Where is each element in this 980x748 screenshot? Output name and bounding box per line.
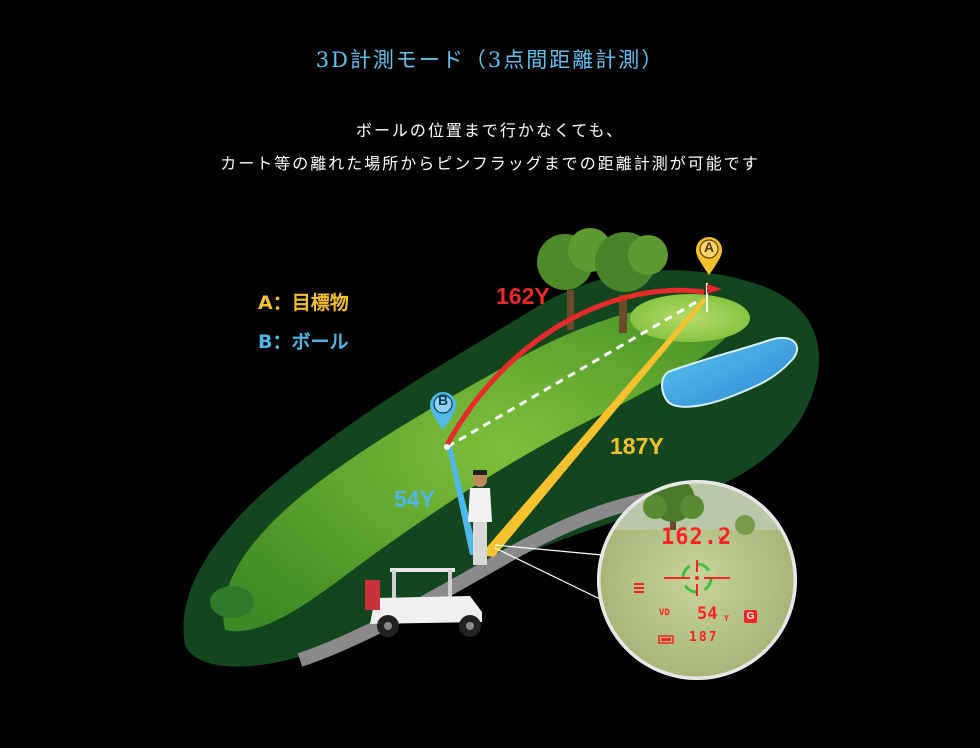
marker-b-icon [430, 392, 456, 430]
player-to-pin-distance: 187Y [610, 433, 664, 459]
player-figure [468, 470, 492, 565]
scope-mode: VD [659, 608, 670, 618]
description-line-1: ボールの位置まで行かなくても、 [355, 121, 625, 140]
ball-to-pin-arc [444, 287, 705, 447]
rangefinder-view [597, 480, 797, 680]
trees [537, 228, 668, 333]
description-line-2: カート等の離れた場所からピンフラッグまでの距離計測が可能です [220, 154, 760, 173]
scope-badge: G [744, 610, 757, 623]
scope-main-distance: 162.2 [661, 525, 733, 550]
water-hazard [661, 336, 799, 408]
legend-ball: B：ボール [258, 331, 349, 353]
ball-to-pin-distance: 162Y [496, 283, 550, 309]
golf-cart [365, 568, 482, 637]
scope-sub-unit: Y [724, 614, 729, 623]
cart-path [297, 488, 681, 667]
ball [444, 444, 450, 450]
fairway [223, 299, 736, 632]
player-to-ball-line [447, 447, 478, 555]
player-to-pin-line [480, 298, 707, 557]
scope-total-distance: 187 [689, 630, 719, 645]
marker-a-icon [696, 237, 722, 275]
legend-target: A：目標物 [258, 292, 349, 314]
ball-to-pin-dashed [446, 298, 701, 449]
scope-main-unit: Y [718, 536, 724, 546]
player-to-ball-distance: 54Y [394, 486, 435, 512]
marker-b-label: B [437, 392, 449, 408]
tee-patch [210, 586, 254, 618]
scope-sub-distance: 54 [697, 604, 718, 624]
page-title: 3D計測モード（3点間距離計測） [315, 48, 665, 72]
marker-a-label: A [703, 239, 715, 255]
